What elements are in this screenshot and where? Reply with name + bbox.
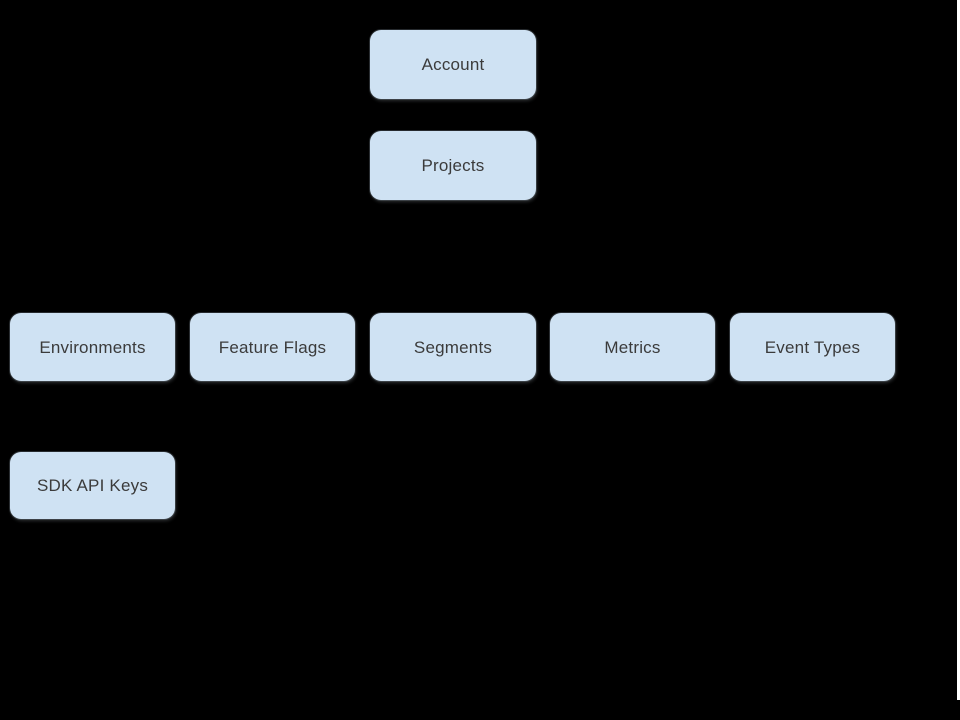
- node-event-types: Event Types: [730, 313, 895, 381]
- node-feature-flags: Feature Flags: [190, 313, 355, 381]
- node-account: Account: [370, 30, 536, 99]
- node-segments: Segments: [370, 313, 536, 381]
- node-sdk-api-keys: SDK API Keys: [10, 452, 175, 519]
- node-metrics: Metrics: [550, 313, 715, 381]
- slide-edge-strip: [957, 0, 960, 700]
- node-environments: Environments: [10, 313, 175, 381]
- node-projects: Projects: [370, 131, 536, 200]
